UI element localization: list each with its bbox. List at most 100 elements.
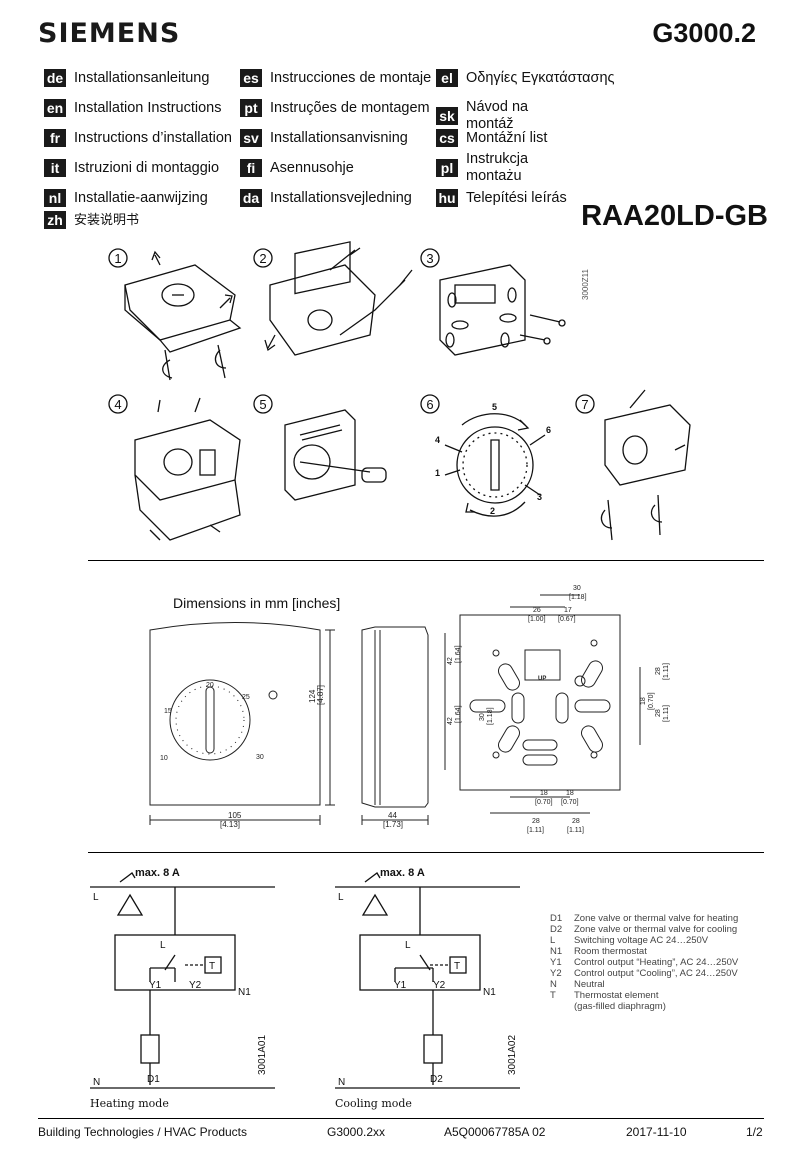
footer-company: Building Technologies / HVAC Products bbox=[38, 1125, 248, 1139]
svg-text:Y2: Y2 bbox=[189, 980, 202, 991]
step-5-illustration bbox=[284, 409, 387, 501]
svg-text:2: 2 bbox=[259, 251, 266, 266]
svg-text:Y2: Y2 bbox=[433, 980, 446, 991]
step-7-marker: 7 bbox=[575, 394, 595, 414]
step-4-illustration bbox=[134, 397, 241, 541]
svg-text:3: 3 bbox=[426, 251, 433, 266]
svg-text:15: 15 bbox=[164, 708, 172, 715]
svg-text:17: 17 bbox=[564, 607, 572, 614]
svg-text:[0.70]: [0.70] bbox=[561, 799, 579, 806]
figure-id: 3000Z11 bbox=[581, 268, 590, 300]
model-number: RAA20LD-GB bbox=[581, 200, 768, 232]
heating-device-label: D1 bbox=[147, 1074, 160, 1085]
svg-text:18: 18 bbox=[540, 790, 548, 797]
svg-text:6: 6 bbox=[426, 397, 433, 412]
divider-1 bbox=[88, 560, 764, 561]
svg-text:N: N bbox=[338, 1077, 345, 1088]
dial-step-1: 1 bbox=[435, 468, 440, 478]
svg-text:[1.18]: [1.18] bbox=[569, 594, 587, 601]
svg-text:Y1: Y1 bbox=[149, 980, 162, 991]
dial-step-5: 5 bbox=[492, 402, 497, 412]
svg-text:[1.00]: [1.00] bbox=[528, 616, 546, 623]
svg-text:N1: N1 bbox=[483, 987, 496, 998]
svg-text:20: 20 bbox=[206, 682, 214, 689]
cooling-wiring-diagram bbox=[335, 872, 520, 1089]
svg-text:5: 5 bbox=[259, 397, 266, 412]
svg-text:28: 28 bbox=[532, 818, 540, 825]
svg-text:[0.70]: [0.70] bbox=[648, 692, 655, 710]
step-7-illustration bbox=[600, 389, 691, 541]
step-2-marker: 2 bbox=[253, 248, 273, 268]
svg-text:L: L bbox=[93, 892, 99, 903]
side-view-outline bbox=[361, 626, 429, 808]
step-1-illustration bbox=[124, 250, 242, 381]
heating-wiring-diagram bbox=[90, 872, 275, 1089]
svg-text:N1: N1 bbox=[238, 987, 251, 998]
depth-dim: 44 bbox=[388, 811, 397, 820]
legend-item: (gas-filled diaphragm) bbox=[574, 1001, 666, 1012]
step-6-illustration bbox=[444, 413, 546, 517]
svg-text:[1.64]: [1.64] bbox=[455, 645, 462, 663]
svg-text:L: L bbox=[160, 940, 166, 951]
cooling-device-label: D2 bbox=[430, 1074, 443, 1085]
cooling-max-current: max. 8 A bbox=[380, 867, 425, 879]
cooling-diagram-code: 3001A02 bbox=[507, 1035, 518, 1075]
dial-step-3: 3 bbox=[537, 492, 542, 502]
svg-text:30: 30 bbox=[256, 754, 264, 761]
svg-text:L: L bbox=[405, 940, 411, 951]
step-4-marker: 4 bbox=[108, 394, 128, 414]
front-dial bbox=[169, 679, 251, 761]
svg-text:7: 7 bbox=[581, 397, 588, 412]
front-view-outline bbox=[149, 622, 321, 806]
svg-text:[0.67]: [0.67] bbox=[558, 616, 576, 623]
svg-text:28: 28 bbox=[655, 667, 662, 675]
svg-text:10: 10 bbox=[160, 755, 168, 762]
svg-text:30: 30 bbox=[479, 713, 486, 721]
svg-text:4: 4 bbox=[114, 397, 121, 412]
svg-text:T: T bbox=[209, 961, 215, 972]
footer-doc: G3000.2xx bbox=[327, 1125, 386, 1139]
svg-text:28: 28 bbox=[655, 709, 662, 717]
width-dim-in: [4.13] bbox=[220, 820, 240, 829]
dial-step-2: 2 bbox=[490, 506, 495, 516]
height-dim-in: [4.87] bbox=[316, 685, 325, 705]
step-5-marker: 5 bbox=[253, 394, 273, 414]
back-plate-outline bbox=[459, 614, 621, 791]
svg-text:18: 18 bbox=[566, 790, 574, 797]
footer-rule bbox=[38, 1118, 764, 1119]
svg-text:1: 1 bbox=[114, 251, 121, 266]
step-6-marker: 6 bbox=[420, 394, 440, 414]
svg-text:[0.70]: [0.70] bbox=[535, 799, 553, 806]
footer-page: 1/2 bbox=[746, 1125, 763, 1139]
height-dim: 124 bbox=[308, 689, 317, 703]
svg-text:N: N bbox=[93, 1077, 100, 1088]
svg-text:[1.11]: [1.11] bbox=[527, 827, 544, 834]
svg-text:T: T bbox=[454, 961, 460, 972]
step-3-illustration bbox=[439, 264, 566, 356]
svg-text:25: 25 bbox=[242, 694, 250, 701]
document-number: G3000.2 bbox=[652, 18, 756, 48]
heating-diagram-code: 3001A01 bbox=[257, 1035, 268, 1075]
footer-ref: A5Q00067785A 02 bbox=[444, 1125, 546, 1139]
step-2-illustration bbox=[264, 241, 413, 356]
svg-text:[1.11]: [1.11] bbox=[663, 705, 670, 722]
step-1-marker: 1 bbox=[108, 248, 128, 268]
